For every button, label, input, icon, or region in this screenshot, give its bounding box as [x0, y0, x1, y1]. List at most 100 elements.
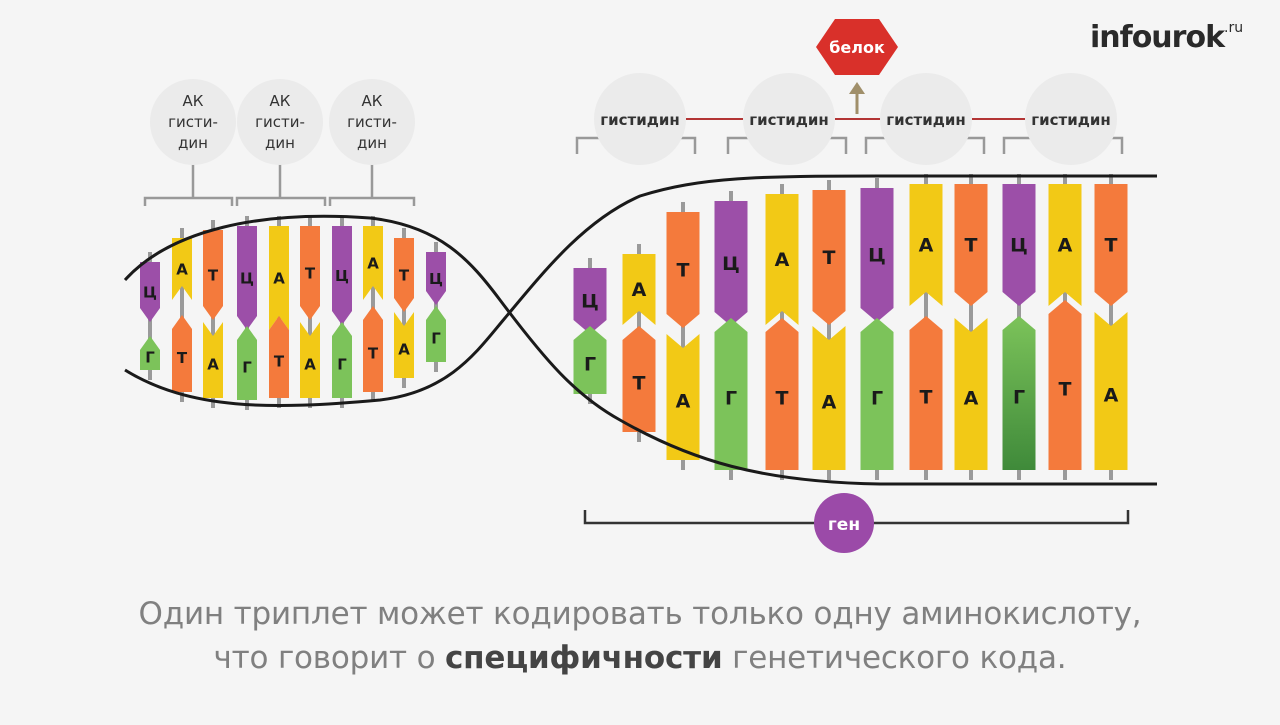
base-label-top-right-11: Т: [1105, 235, 1118, 257]
base-label-top-right-9: Ц: [1010, 235, 1028, 257]
base-label-bottom-right-0: Г: [584, 354, 596, 376]
base-label-bottom-left-1: Т: [177, 349, 188, 367]
left-amino-acid-line2-2: гисти-: [347, 113, 397, 131]
nucleotide-top-left-7: [363, 226, 383, 300]
base-label-top-left-9: Ц: [429, 270, 443, 288]
nucleotide-bottom-left-1: [172, 315, 192, 392]
base-label-bottom-left-0: Г: [145, 348, 155, 366]
nucleotide-top-left-2: [203, 230, 223, 320]
right-amino-acid-circle-0: [594, 73, 686, 165]
nucleotide-bottom-right-6: [860, 318, 894, 470]
protein-arrow-head: [849, 82, 865, 94]
nucleotide-top-right-4: [765, 194, 799, 325]
left-amino-acid-circle-2: [329, 79, 415, 165]
base-label-top-left-6: Ц: [335, 267, 349, 285]
right-amino-acid-label-3: гистидин: [1031, 111, 1110, 129]
base-label-top-right-0: Ц: [581, 291, 599, 313]
base-label-top-right-3: Ц: [722, 253, 740, 275]
base-label-bottom-left-7: Т: [368, 344, 379, 362]
nucleotide-bottom-left-0: [140, 336, 160, 370]
right-amino-acid-label-0: гистидин: [600, 111, 679, 129]
base-label-top-left-1: А: [176, 260, 188, 278]
dna-strand-1: [123, 214, 1157, 486]
nucleotide-bottom-right-1: [622, 326, 656, 432]
base-label-top-right-8: Т: [965, 235, 978, 257]
nucleotide-top-right-6: [860, 188, 894, 322]
nucleotide-bottom-left-4: [269, 316, 289, 398]
nucleotide-bottom-left-3: [237, 326, 257, 400]
nucleotide-bottom-right-8: [954, 318, 988, 470]
base-label-bottom-right-11: А: [1104, 385, 1119, 407]
base-label-bottom-left-8: А: [398, 340, 410, 358]
dna-strand-2: [124, 174, 1157, 408]
nucleotide-bottom-right-10: [1048, 300, 1082, 470]
base-label-bottom-right-6: Г: [871, 388, 883, 410]
gene-label: ген: [828, 515, 860, 535]
left-triplet-bracket-2: [328, 196, 416, 206]
caption-line-2-end: генетического кода.: [722, 640, 1067, 676]
caption-highlight: специфичности: [445, 640, 723, 676]
nucleotide-top-right-10: [1048, 184, 1082, 306]
nucleotide-top-left-1: [172, 238, 192, 300]
right-amino-acid-label-2: гистидин: [886, 111, 965, 129]
logo-name: infourok: [1090, 20, 1225, 55]
caption-line-2: что говорит о специфичности генетическог…: [0, 640, 1280, 676]
base-label-bottom-left-4: Т: [274, 352, 285, 370]
base-label-bottom-left-5: А: [304, 355, 316, 373]
base-label-bottom-right-4: Т: [776, 388, 789, 410]
nucleotide-top-right-11: [1094, 184, 1128, 306]
nucleotide-top-left-9: [426, 252, 446, 305]
nucleotide-top-right-5: [812, 190, 846, 325]
base-label-bottom-right-8: А: [964, 388, 979, 410]
base-label-bottom-right-5: А: [822, 392, 837, 414]
base-label-top-left-3: Ц: [240, 269, 254, 287]
right-amino-acid-circle-3: [1025, 73, 1117, 165]
base-label-bottom-left-2: А: [207, 355, 219, 373]
nucleotide-bottom-left-9: [426, 306, 446, 362]
nucleotide-bottom-left-8: [394, 312, 414, 378]
base-label-top-right-10: А: [1058, 235, 1073, 257]
base-label-bottom-right-9: Г: [1013, 387, 1025, 409]
nucleotide-top-right-0: [573, 268, 607, 334]
nucleotide-top-right-7: [909, 184, 943, 306]
base-label-top-right-6: Ц: [868, 245, 886, 267]
left-amino-acid-line1-0: АК: [183, 92, 204, 110]
left-triplet-bracket-1: [235, 196, 327, 206]
right-amino-acid-circle-1: [743, 73, 835, 165]
left-amino-acid-line2-1: гисти-: [255, 113, 305, 131]
nucleotide-top-left-3: [237, 226, 257, 330]
caption-line-2-start: что говорит о: [213, 640, 445, 676]
right-amino-acid-label-1: гистидин: [749, 111, 828, 129]
base-label-bottom-right-3: Г: [725, 388, 737, 410]
nucleotide-top-right-9: [1002, 184, 1036, 306]
left-amino-acid-line1-1: АК: [270, 92, 291, 110]
nucleotide-bottom-right-4: [765, 318, 799, 470]
nucleotide-bottom-right-0: [573, 326, 607, 394]
nucleotide-bottom-left-2: [203, 322, 223, 398]
left-amino-acid-line3-1: дин: [265, 134, 295, 152]
nucleotide-bottom-left-5: [300, 322, 320, 398]
base-label-bottom-right-1: Т: [633, 373, 646, 395]
right-amino-acid-circle-2: [880, 73, 972, 165]
base-label-top-left-7: А: [367, 254, 379, 272]
nucleotide-bottom-left-6: [332, 322, 352, 398]
nucleotide-top-left-6: [332, 226, 352, 325]
base-label-top-right-1: А: [632, 279, 647, 301]
nucleotide-top-right-8: [954, 184, 988, 306]
base-label-top-right-5: Т: [823, 247, 836, 269]
left-amino-acid-line3-0: дин: [178, 134, 208, 152]
caption-line-1: Один триплет может кодировать только одн…: [138, 596, 1142, 632]
gene-circle: [814, 493, 874, 553]
nucleotide-top-left-5: [300, 226, 320, 320]
base-label-top-right-4: А: [775, 249, 790, 271]
nucleotide-bottom-right-9: [1002, 316, 1036, 470]
base-label-top-right-2: Т: [677, 260, 690, 282]
nucleotide-top-left-8: [394, 238, 414, 312]
protein-hexagon: [816, 19, 898, 75]
base-label-top-left-5: Т: [305, 264, 316, 282]
left-triplet-bracket-0: [143, 196, 234, 206]
left-amino-acid-circle-0: [150, 79, 236, 165]
base-label-top-left-2: Т: [208, 266, 219, 284]
